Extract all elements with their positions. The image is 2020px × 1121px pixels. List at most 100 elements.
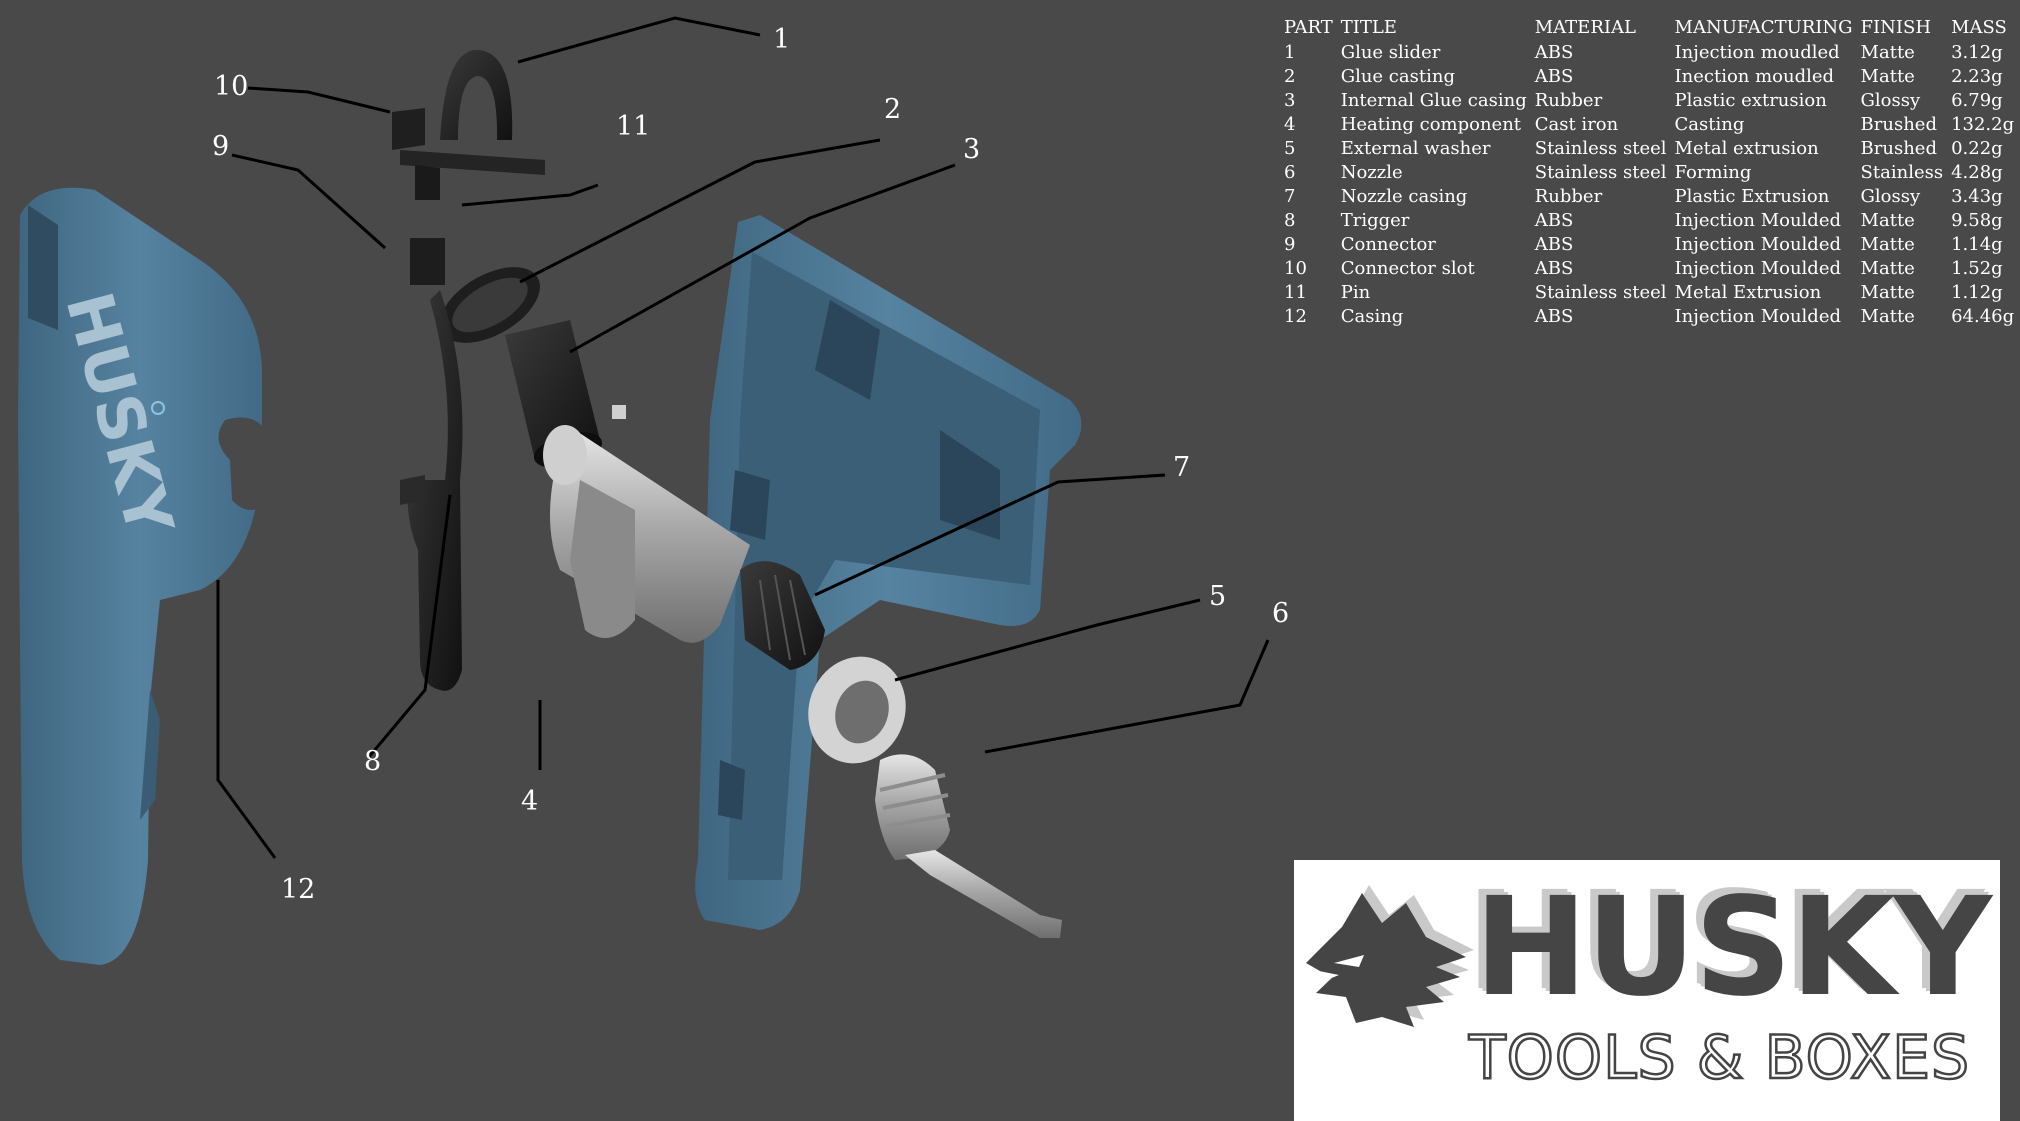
header-finish: FINISH [1860,16,1932,38]
cell-finish: Glossy [1860,185,1921,207]
cell-part: 6 [1284,161,1296,183]
cell-part: 5 [1284,137,1296,159]
cell-manufacturing: Injection Moulded [1674,209,1842,231]
leader-lines [216,16,1270,859]
nozzle-casing [740,561,825,670]
cell-title: External washer [1340,137,1491,159]
cell-title: Connector slot [1340,257,1475,279]
cell-material: ABS [1534,65,1574,87]
brand-logo-panel: HUSKY TOOLS & BOXES [1294,860,2000,1121]
cell-mass: 2.23g [1951,65,2003,87]
cell-title: Nozzle casing [1340,185,1468,207]
cell-manufacturing: Metal Extrusion [1674,281,1822,303]
callout-12: 12 [281,874,316,905]
callout-2: 2 [884,94,902,125]
right-casing [695,215,1082,930]
table-row: 5 External washer Stainless steel Metal … [1282,136,2020,160]
cell-manufacturing: Plastic extrusion [1674,89,1827,111]
bill-of-materials-table: PART TITLE MATERIAL MANUFACTURING FINISH… [1282,14,2020,328]
glue-slider [440,49,513,140]
cell-mass: 3.12g [1951,41,2003,63]
callout-5: 5 [1209,581,1227,612]
cell-manufacturing: Injection Moulded [1674,233,1842,255]
header-manufacturing: MANUFACTURING [1674,16,1853,38]
table-row: 3 Internal Glue casing Rubber Plastic ex… [1282,88,2020,112]
cell-title: Connector [1340,233,1436,255]
cell-title: Glue casting [1340,65,1455,87]
glue-casing [440,267,540,343]
table-row: 11 Pin Stainless steel Metal Extrusion M… [1282,280,2020,304]
cell-finish: Matte [1860,65,1915,87]
header-part: PART [1284,16,1333,38]
cell-title: Pin [1340,281,1371,303]
header-title: TITLE [1340,16,1397,38]
trigger [400,290,463,691]
cell-material: ABS [1534,41,1574,63]
connector [410,238,445,285]
table-row: 12 Casing ABS Injection Moulded Matte 64… [1282,304,2020,328]
cell-finish: Glossy [1860,89,1921,111]
cell-finish: Matte [1860,233,1915,255]
table-row: 6 Nozzle Stainless steel Forming Stainle… [1282,160,2020,184]
callout-8: 8 [364,746,382,777]
table-row: 7 Nozzle casing Rubber Plastic Extrusion… [1282,184,2020,208]
callout-11: 11 [616,111,651,142]
cell-manufacturing: Plastic Extrusion [1674,185,1830,207]
cell-part: 11 [1284,281,1307,303]
heating-component [543,405,750,643]
casing-logo-dot [151,401,165,415]
cell-mass: 132.2g [1951,113,2015,135]
table-row: 10 Connector slot ABS Injection Moulded … [1282,256,2020,280]
callout-7: 7 [1173,452,1191,483]
cell-mass: 1.12g [1951,281,2003,303]
nozzle [875,754,1062,938]
cell-mass: 0.22g [1951,137,2003,159]
cell-title: Internal Glue casing [1340,89,1527,111]
cell-part: 12 [1284,305,1307,327]
header-mass: MASS [1951,16,2007,38]
table-row: 1 Glue slider ABS Injection moudled Matt… [1282,40,2020,64]
cell-finish: Stainless [1860,161,1944,183]
cell-title: Heating component [1340,113,1522,135]
logo-wordmark: HUSKY [1474,869,1992,1027]
table-row: 9 Connector ABS Injection Moulded Matte … [1282,232,2020,256]
cell-mass: 6.79g [1951,89,2003,111]
callout-6: 6 [1272,598,1290,629]
left-casing: HUSKY [18,187,270,965]
cell-manufacturing: Metal extrusion [1674,137,1819,159]
cell-part: 4 [1284,113,1296,135]
cell-material: Rubber [1534,185,1603,207]
cell-mass: 1.14g [1951,233,2003,255]
cell-material: ABS [1534,305,1574,327]
cell-finish: Matte [1860,41,1915,63]
callout-1: 1 [773,24,791,55]
callout-10: 10 [214,71,249,102]
cell-finish: Matte [1860,305,1915,327]
header-material: MATERIAL [1534,16,1636,38]
external-washer [808,656,906,764]
cell-title: Casing [1340,305,1404,327]
cell-manufacturing: Casting [1674,113,1745,135]
table-header-row: PART TITLE MATERIAL MANUFACTURING FINISH… [1282,14,2020,40]
cell-part: 1 [1284,41,1296,63]
cell-material: Stainless steel [1534,161,1667,183]
cell-manufacturing: Injection moudled [1674,41,1840,63]
cell-finish: Matte [1860,209,1915,231]
cell-part: 9 [1284,233,1296,255]
cell-part: 10 [1284,257,1307,279]
cell-manufacturing: Forming [1674,161,1752,183]
table-row: 4 Heating component Cast iron Casting Br… [1282,112,2020,136]
cell-material: ABS [1534,233,1574,255]
cell-manufacturing: Inection moudled [1674,65,1835,87]
logo-tagline: TOOLS & BOXES [1468,1023,1971,1093]
table-row: 8 Trigger ABS Injection Moulded Matte 9.… [1282,208,2020,232]
cell-mass: 4.28g [1951,161,2003,183]
cell-finish: Matte [1860,281,1915,303]
connector-slot [392,108,545,200]
cell-title: Trigger [1340,209,1410,231]
cell-title: Glue slider [1340,41,1441,63]
callout-3: 3 [963,134,981,165]
cell-part: 3 [1284,89,1296,111]
husky-head-icon [1306,885,1474,1027]
